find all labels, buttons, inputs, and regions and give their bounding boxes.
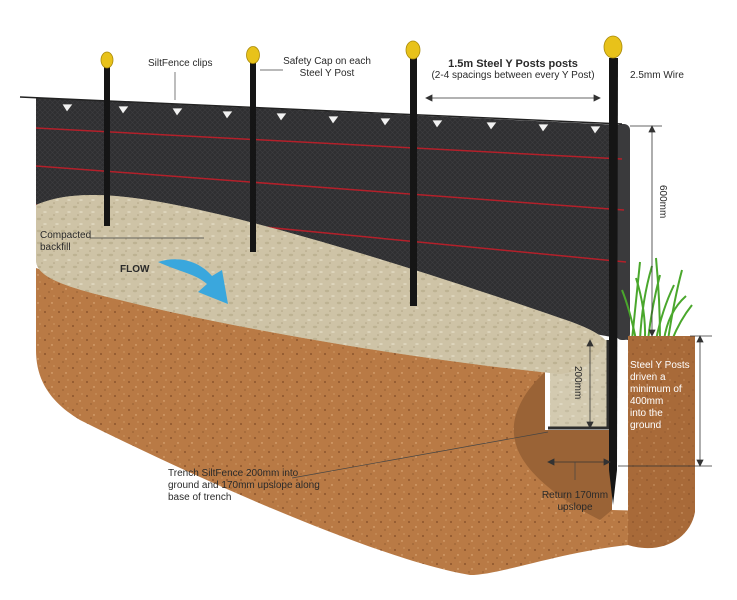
label-fence-height: 600mm xyxy=(657,185,668,219)
soil-texture xyxy=(36,268,695,575)
soil-right-texture xyxy=(628,336,695,549)
label-flow: FLOW xyxy=(120,264,150,275)
red-stripe xyxy=(35,127,623,160)
label-backfill: Compacted backfill xyxy=(40,230,91,254)
label-trench-depth: 200mm xyxy=(572,366,583,400)
red-stripe xyxy=(35,165,625,211)
label-safety-cap-line1: Safety Cap on each xyxy=(283,56,371,67)
flow-arrow xyxy=(158,259,228,304)
label-backfill-line1: Compacted xyxy=(40,230,92,241)
safety-caps xyxy=(100,35,623,69)
siltfence-clips xyxy=(61,103,602,135)
dimension-lines xyxy=(425,94,712,467)
label-post-depth-line1: Steel Y Posts xyxy=(630,360,690,371)
label-safety-cap: Safety Cap on each Steel Y Post xyxy=(282,56,372,80)
label-return: Return 170mm upslope xyxy=(534,490,616,514)
label-wire: 2.5mm Wire xyxy=(630,70,684,81)
label-trench-note-line2: ground and 170mm upslope along xyxy=(168,480,320,491)
label-post-depth-line2: driven a xyxy=(630,372,666,383)
label-post-depth: Steel Y Posts driven a minimum of 400mm … xyxy=(630,360,690,432)
silt-fence-fabric xyxy=(36,98,628,340)
backfill-texture xyxy=(36,194,605,374)
safety-cap xyxy=(405,40,421,60)
label-post-depth-line3: minimum of xyxy=(630,384,682,395)
steel-y-posts xyxy=(104,56,618,505)
label-backfill-line2: backfill xyxy=(40,242,71,253)
label-post-depth-line6: ground xyxy=(630,420,662,431)
top-wire xyxy=(19,96,623,125)
steel-y-post xyxy=(250,62,256,252)
label-post-depth-line4: 400mm xyxy=(630,396,664,407)
steel-y-post xyxy=(104,66,110,226)
grass xyxy=(621,257,693,341)
label-trench-note-line3: base of trench xyxy=(168,492,232,503)
buried-fabric xyxy=(548,340,610,430)
safety-cap xyxy=(246,46,260,64)
label-posts-spacing: (2-4 spacings between every Y Post) xyxy=(431,70,595,81)
label-safety-cap-line2: Steel Y Post xyxy=(299,68,355,79)
label-trench-note-line1: Trench SiltFence 200mm into xyxy=(168,468,299,479)
safety-cap xyxy=(603,35,623,59)
trench-face xyxy=(513,372,612,520)
label-post-depth-line5: into the xyxy=(630,408,663,419)
label-trench-note: Trench SiltFence 200mm into ground and 1… xyxy=(168,468,320,504)
label-posts: 1.5m Steel Y Posts posts (2-4 spacings b… xyxy=(428,58,598,82)
leader-lines xyxy=(90,69,576,480)
label-siltfence-clips: SiltFence clips xyxy=(148,58,213,69)
fabric-edge xyxy=(616,124,630,340)
steel-y-post xyxy=(410,56,417,306)
label-posts-title: 1.5m Steel Y Posts posts xyxy=(448,58,578,70)
safety-cap xyxy=(100,51,114,69)
steel-y-post xyxy=(609,58,618,505)
label-return-line1: Return 170mm xyxy=(541,490,609,501)
label-return-line2: upslope xyxy=(557,502,593,513)
